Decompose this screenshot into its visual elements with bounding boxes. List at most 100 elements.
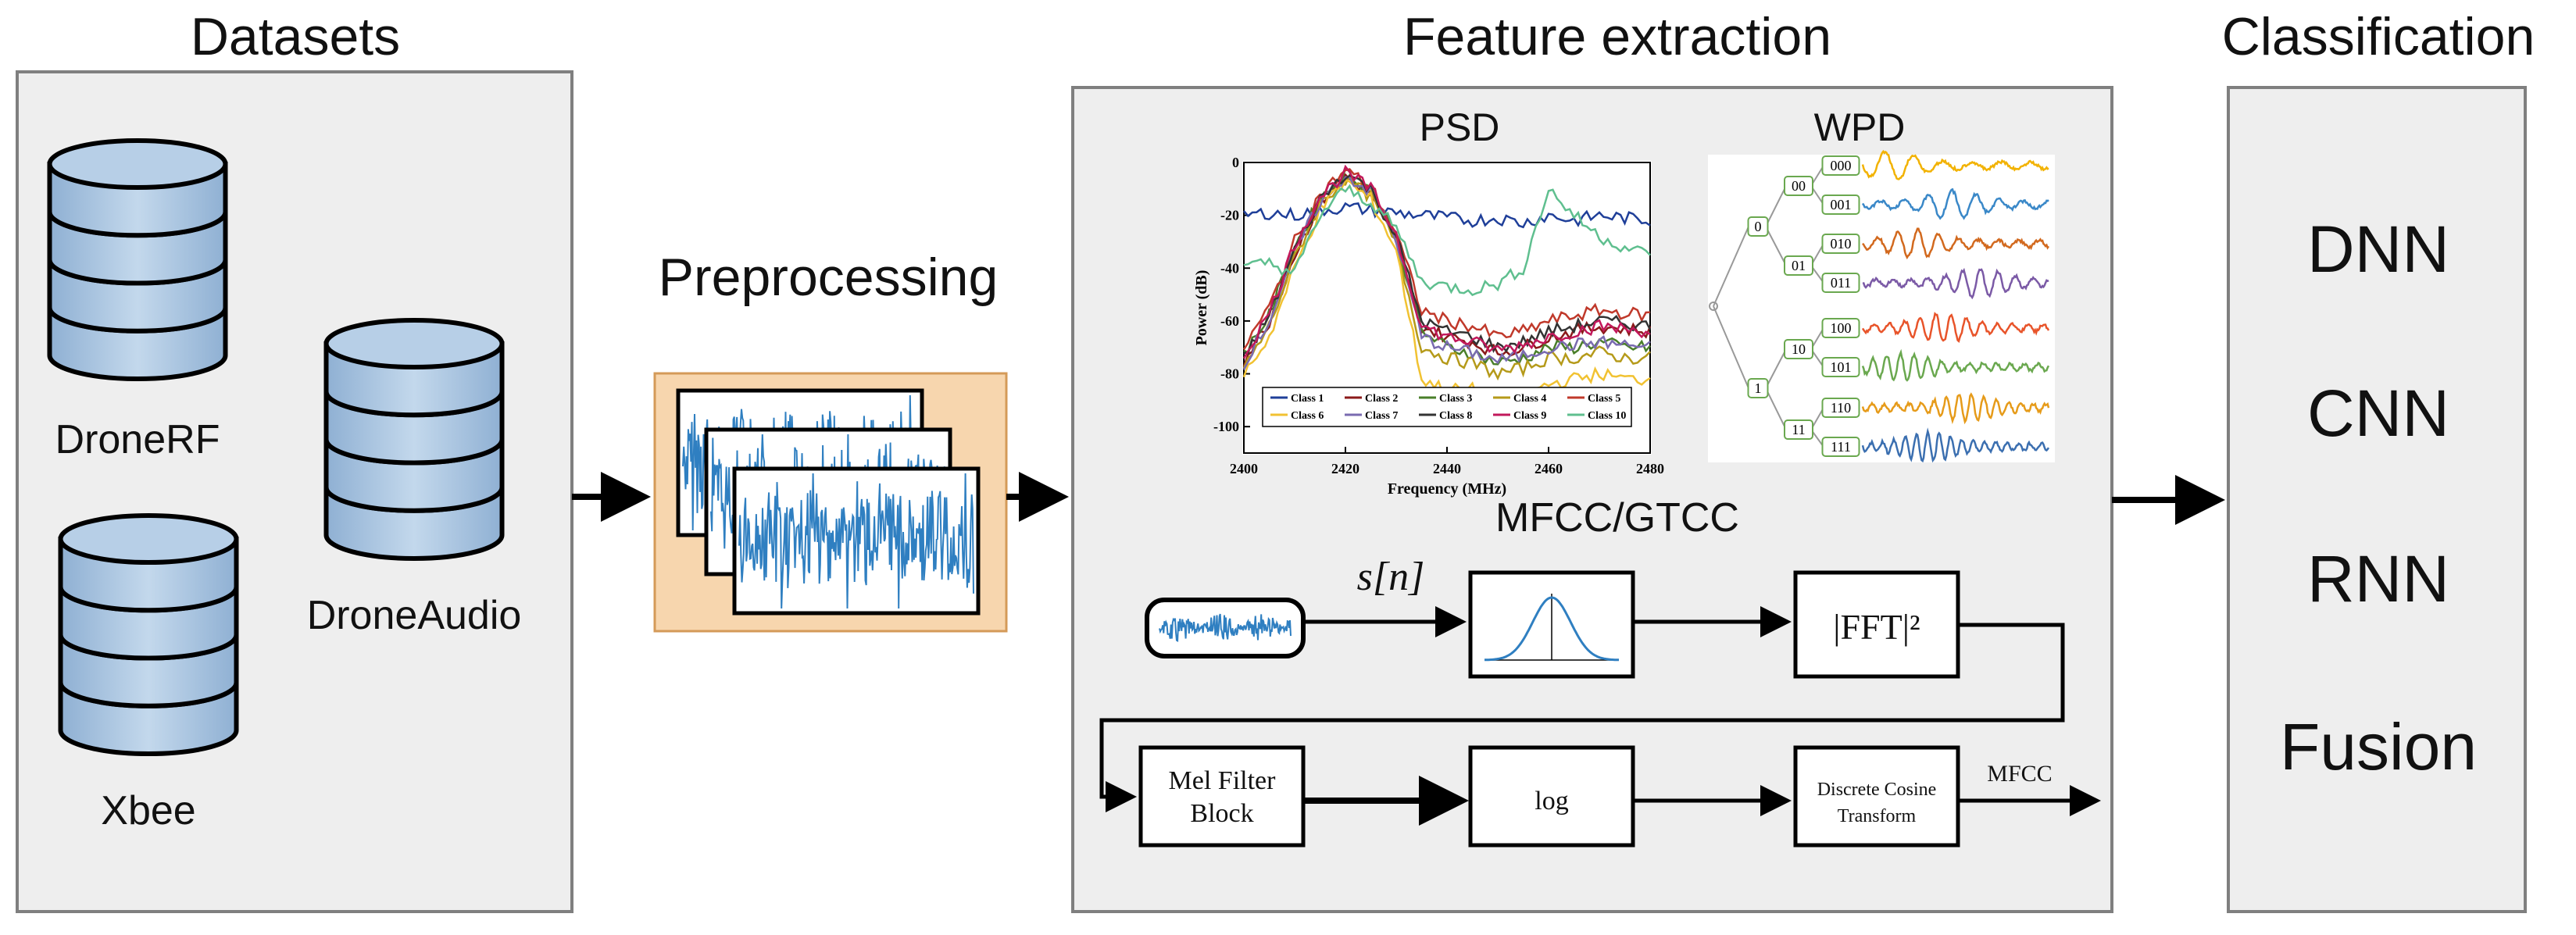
wpd-node (1784, 176, 1813, 196)
psd-legend-label: Class 10 (1588, 410, 1626, 422)
psd-legend-label: Class 9 (1513, 410, 1546, 422)
wpd-leaf-node-label: 110 (1831, 400, 1851, 416)
psd-x-tick-label: 2440 (1433, 461, 1461, 476)
wpd-node-label: 1 (1755, 380, 1762, 396)
wpd-node (1747, 216, 1769, 237)
wpd-leaf-node (1821, 437, 1860, 457)
wpd-waveform (1861, 312, 2050, 344)
mfcc-output-label: MFCC (1987, 761, 2052, 787)
wpd-waveform (1861, 392, 2050, 425)
classifier-dnn: DNN (2307, 212, 2449, 286)
psd-y-tick-label: -100 (1213, 419, 1239, 434)
wpd-leaf-node (1821, 357, 1860, 377)
wpd-leaf-node-label: 011 (1831, 275, 1851, 291)
psd-x-tick-label: 2460 (1535, 461, 1563, 476)
psd-title: PSD (1420, 105, 1500, 149)
psd-y-tick-label: -20 (1220, 208, 1239, 223)
wpd-waveform (1862, 227, 2050, 260)
wpd-leaf-node-label: 100 (1831, 320, 1852, 336)
wpd-leaf-node (1821, 273, 1860, 293)
psd-legend-label: Class 6 (1291, 410, 1324, 422)
psd-legend (1262, 387, 1632, 427)
mel-filter-label-line2: Block (1190, 799, 1253, 828)
psd-series-line (1243, 184, 1651, 297)
psd-legend-label: Class 2 (1365, 393, 1398, 405)
wpd-node (1784, 419, 1813, 440)
preprocessing-title: Preprocessing (659, 248, 999, 307)
dataset-xbee: Xbee (101, 788, 195, 833)
psd-y-tick-label: -40 (1220, 260, 1239, 276)
psd-y-axis-label: Power (dB) (1193, 270, 1210, 346)
database-icon (58, 513, 239, 756)
wpd-waveform (1861, 149, 2049, 180)
classifier-cnn: CNN (2307, 376, 2449, 450)
wpd-title: WPD (1814, 105, 1906, 149)
dct-label-line1: Discrete Cosine (1817, 780, 1937, 800)
psd-legend-label: Class 5 (1588, 393, 1620, 405)
psd-legend-label: Class 4 (1513, 393, 1546, 405)
wpd-node-label: 00 (1792, 178, 1806, 194)
psd-y-tick-label: 0 (1232, 155, 1239, 170)
wpd-leaf-node (1821, 318, 1860, 338)
wpd-waveform (1861, 427, 2050, 463)
database-icon (323, 318, 505, 561)
audio-waveform (1159, 613, 1292, 642)
feature-extraction-title: Feature extraction (1403, 7, 1831, 66)
dct-block (1793, 745, 1960, 848)
wpd-node-label: 0 (1755, 219, 1762, 234)
psd-y-tick-label: -60 (1220, 313, 1239, 329)
log-block (1468, 745, 1635, 848)
datasets-title: Datasets (191, 7, 400, 66)
wpd-leaf-node (1821, 194, 1860, 215)
psd-y-tick-label: -80 (1220, 366, 1239, 382)
window-function-plot (1485, 594, 1619, 662)
mel-filter-block (1138, 745, 1306, 848)
log-label: log (1535, 787, 1568, 815)
psd-x-tick-label: 2480 (1636, 461, 1664, 476)
psd-x-axis-label: Frequency (MHz) (1388, 480, 1506, 498)
psd-series-line (1243, 166, 1651, 366)
psd-series-line (1242, 176, 1651, 370)
wpd-node (1784, 339, 1813, 359)
wpd-node-label: 11 (1792, 422, 1805, 437)
window-function-curve (1485, 596, 1619, 662)
psd-chart: 2400 2420 2440 2460 2480 0 -20 -40 -60 -80 -100Fre… (1193, 155, 1664, 498)
wpd-leaf-node (1821, 155, 1860, 176)
wpd-waveform (1861, 348, 2050, 382)
psd-x-tick-label: 2400 (1230, 461, 1258, 476)
signal-frames (676, 388, 981, 616)
mfcc-title: MFCC/GTCC (1495, 495, 1739, 541)
wpd-leaf-node-label: 111 (1831, 439, 1851, 455)
dataset-droneaudio: DroneAudio (307, 593, 522, 638)
classifier-rnn: RNN (2307, 542, 2449, 616)
wpd-node-label: 01 (1792, 258, 1806, 273)
wpd-node (1784, 255, 1813, 276)
wpd-waveform (1862, 267, 2049, 300)
wpd-leaf-node-label: 000 (1831, 158, 1852, 173)
wpd-leaf-node (1821, 398, 1860, 418)
psd-legend-label: Class 7 (1365, 410, 1398, 422)
wpd-node-label: 10 (1792, 341, 1806, 357)
dct-label-line2: Transform (1838, 806, 1917, 826)
wpd-leaf-node-label: 010 (1831, 236, 1852, 252)
mel-filter-label-line1: Mel Filter (1169, 766, 1277, 795)
classification-title: Classification (2222, 7, 2535, 66)
psd-x-tick-label: 2420 (1331, 461, 1359, 476)
connector-fft-to-mel (1099, 623, 2065, 812)
psd-legend-label: Class 3 (1439, 393, 1472, 405)
wpd-leaf-node (1821, 234, 1860, 254)
wpd-panel (1708, 155, 2055, 462)
psd-legend-label: Class 8 (1439, 410, 1472, 422)
dataset-dronerf: DroneRF (55, 417, 220, 462)
psd-series-line (1242, 164, 1651, 359)
fft-label: |FFT|² (1833, 607, 1920, 647)
wpd-leaf-node-label: 001 (1831, 197, 1852, 212)
wpd-waveform (1861, 187, 2049, 220)
signal-label: s[n] (1357, 555, 1425, 599)
database-icon (47, 138, 228, 381)
wpd-leaf-node-label: 101 (1831, 359, 1852, 375)
psd-legend-label: Class 1 (1291, 393, 1324, 405)
classifier-fusion: Fusion (2280, 710, 2477, 783)
classification-panel (2227, 86, 2527, 913)
